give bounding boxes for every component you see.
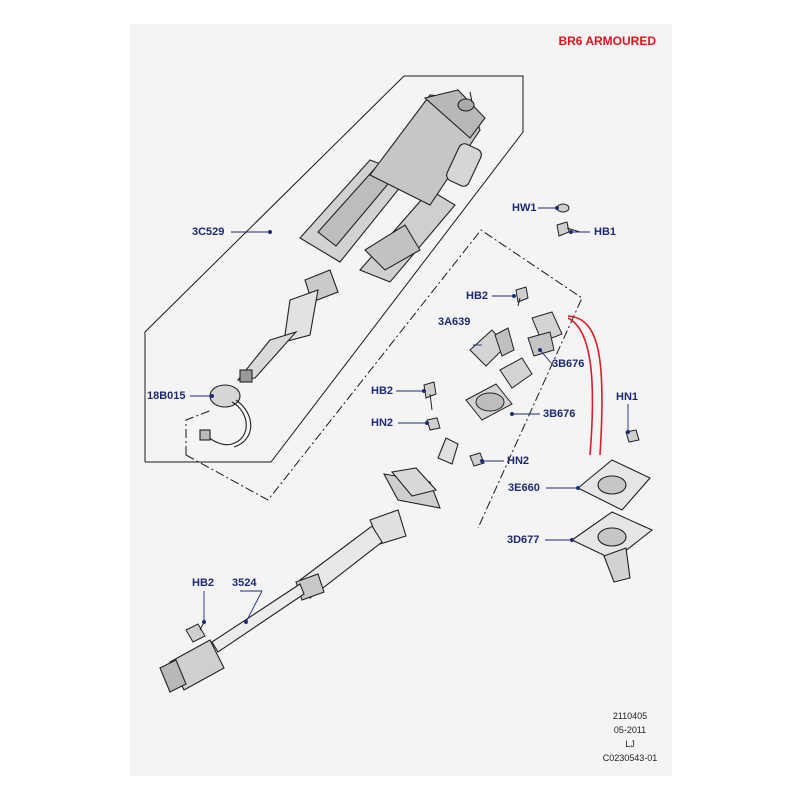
callout-hn2-left: HN2 bbox=[371, 417, 394, 429]
callout-3d677: 3D677 bbox=[507, 534, 540, 546]
leader-lines bbox=[190, 206, 630, 624]
floor-seal-drawing bbox=[570, 459, 654, 583]
bracket-drawing bbox=[465, 311, 563, 421]
harness-drawing bbox=[567, 315, 603, 456]
callout-3e660: 3E660 bbox=[508, 482, 540, 494]
callout-hn1: HN1 bbox=[616, 391, 639, 403]
callout-hb1: HB1 bbox=[594, 226, 617, 238]
intermediate-shaft-drawing bbox=[159, 437, 459, 693]
wiring-connector-drawing bbox=[199, 384, 252, 448]
callout-hb2-top: HB2 bbox=[466, 290, 489, 302]
callout-18b015: 18B015 bbox=[147, 390, 186, 402]
callout-3c529: 3C529 bbox=[192, 226, 225, 238]
callout-3524: 3524 bbox=[232, 577, 257, 589]
variant-title: BR6 ARMOURED bbox=[558, 34, 656, 48]
author-initials: LJ bbox=[625, 739, 635, 749]
callout-3b676-upper: 3B676 bbox=[552, 358, 585, 370]
image-code: C0230543-01 bbox=[602, 753, 658, 763]
callout-3a639: 3A639 bbox=[438, 316, 471, 328]
revision-date: 05-2011 bbox=[613, 725, 647, 735]
steering-column-drawing bbox=[236, 89, 486, 383]
callout-3b676-lower: 3B676 bbox=[543, 408, 576, 420]
hardware-drawing bbox=[185, 203, 640, 643]
reference-code: 2110405 bbox=[612, 711, 648, 721]
lower-group-outline bbox=[185, 229, 583, 529]
callout-hw1: HW1 bbox=[512, 202, 537, 214]
column-group-outline bbox=[144, 75, 524, 463]
callout-hb2-lower: HB2 bbox=[192, 577, 215, 589]
callout-hn2-right: HN2 bbox=[507, 455, 530, 467]
wiring-group-outline bbox=[185, 409, 213, 455]
callout-hb2-mid: HB2 bbox=[371, 385, 394, 397]
